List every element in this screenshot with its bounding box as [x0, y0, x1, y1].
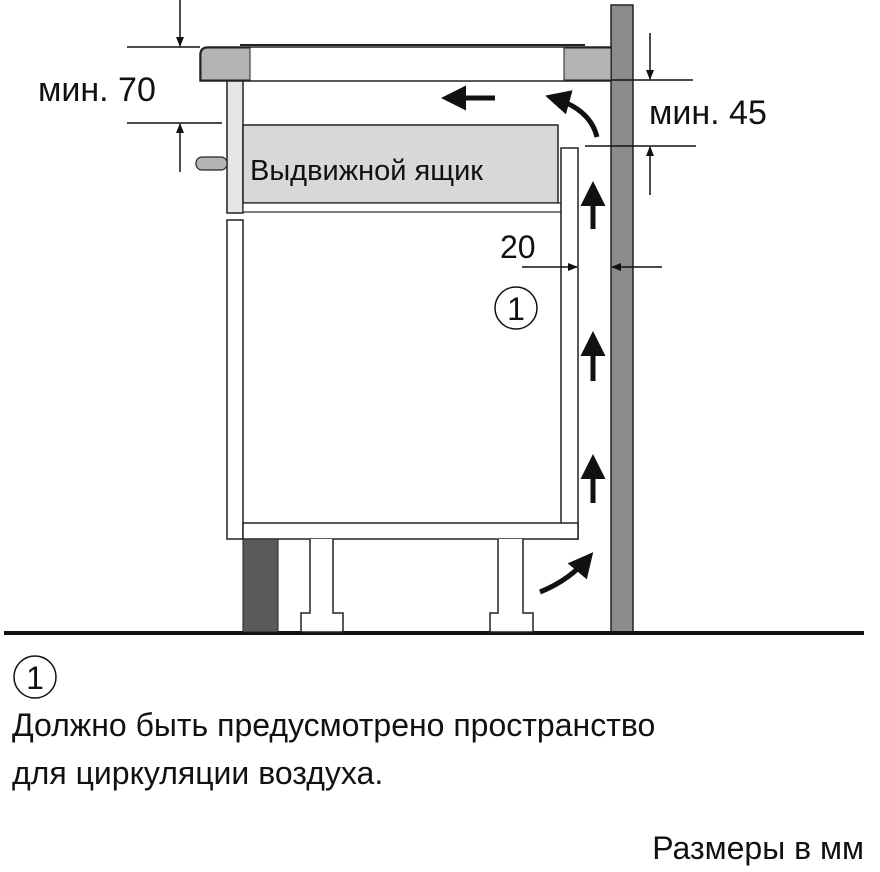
- drawer: [242, 124, 559, 204]
- curved-arrow-icon: [545, 90, 600, 138]
- wall: [610, 4, 634, 634]
- note-line-2: для циркуляции воздуха.: [12, 755, 384, 791]
- airflow-arrows: [441, 85, 606, 595]
- cabinet-front-upper: [226, 80, 244, 214]
- floor-line: [4, 631, 864, 635]
- cabinet-back-panel: [560, 147, 579, 540]
- note-line-1: Должно быть предусмотрено пространство: [12, 707, 656, 743]
- dimension-min-45: [585, 33, 696, 195]
- drawer-knob: [195, 156, 228, 171]
- units-label: Размеры в мм: [652, 830, 864, 866]
- callout-circle: [494, 286, 538, 330]
- dimension-min-70: [127, 0, 222, 172]
- note-marker-number: 1: [26, 660, 44, 696]
- drawer-rail: [242, 202, 562, 213]
- hob: [199, 44, 612, 82]
- dimension-label-min-45: мин. 45: [649, 94, 767, 132]
- dimension-label-min-70: мин. 70: [38, 71, 156, 109]
- dimension-label-20: 20: [500, 229, 536, 265]
- cabinet-front-lower: [226, 219, 244, 540]
- drawer-label: Выдвижной ящик: [250, 155, 483, 187]
- cabinet-leg: [300, 539, 534, 633]
- note-marker-circle: [13, 655, 57, 699]
- callout-number: 1: [507, 291, 525, 327]
- plinth: [242, 538, 279, 633]
- curved-arrow-icon: [539, 552, 594, 595]
- cabinet-bottom-board: [242, 522, 579, 540]
